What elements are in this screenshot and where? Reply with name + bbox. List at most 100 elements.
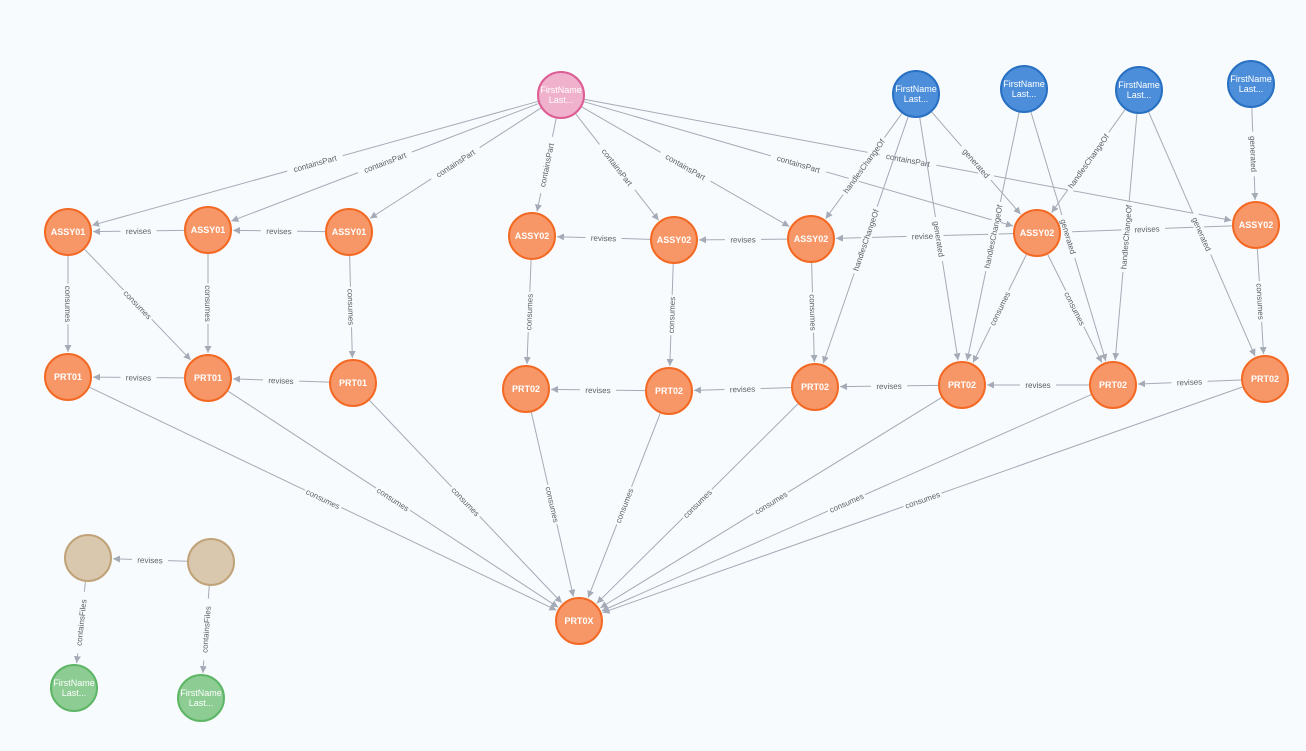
node-part[interactable]: ASSY02 — [650, 216, 698, 264]
edge-containsPart[interactable]: containsPart — [575, 113, 660, 221]
edge-containsFiles[interactable]: containsFiles — [72, 581, 90, 664]
node-part[interactable]: ASSY01 — [184, 206, 232, 254]
edge-revises[interactable]: revises — [698, 234, 788, 245]
node-part[interactable]: ASSY02 — [1013, 209, 1061, 257]
edge-revises[interactable]: revises — [550, 384, 646, 396]
node-circle[interactable] — [329, 359, 377, 407]
node-circle[interactable] — [555, 597, 603, 645]
node-circle[interactable] — [787, 215, 835, 263]
edge-consumes[interactable]: consumes — [203, 254, 213, 353]
node-file[interactable] — [187, 538, 235, 586]
node-circle[interactable] — [502, 365, 550, 413]
node-circle[interactable] — [50, 664, 98, 712]
node-circle[interactable] — [508, 212, 556, 260]
edge-revises[interactable]: revises — [232, 374, 330, 387]
edge-handlesChangeOf[interactable]: handlesChangeOf — [1112, 113, 1138, 361]
edge-label-group: containsPart — [356, 147, 414, 178]
edge-label-group: consumes — [825, 490, 867, 516]
edge-consumes[interactable]: consumes — [1047, 254, 1103, 363]
edge-handlesChangeOf[interactable]: handlesChangeOf — [822, 116, 909, 364]
node-part[interactable]: ASSY02 — [1232, 201, 1280, 249]
edge-generated[interactable]: generated — [1247, 107, 1260, 201]
node-part[interactable]: PRT02 — [938, 361, 986, 409]
node-person_green[interactable]: FirstNameLast... — [50, 664, 98, 712]
node-part[interactable]: ASSY02 — [508, 212, 556, 260]
edge-generated[interactable]: generated — [931, 111, 1021, 215]
edge-consumes[interactable]: consumes — [63, 256, 73, 352]
edge-consumes[interactable]: consumes — [600, 397, 942, 609]
edge-revises[interactable]: revises — [693, 383, 792, 395]
node-part[interactable]: PRT02 — [502, 365, 550, 413]
node-circle[interactable] — [44, 208, 92, 256]
node-circle[interactable] — [187, 538, 235, 586]
node-part[interactable]: PRT02 — [791, 363, 839, 411]
edge-label-group: consumes — [373, 483, 413, 515]
edge-consumes[interactable]: consumes — [1254, 248, 1267, 355]
node-part[interactable]: PRT01 — [329, 359, 377, 407]
node-person_blue[interactable]: FirstNameLast... — [1115, 66, 1163, 114]
node-part[interactable]: ASSY01 — [44, 208, 92, 256]
node-circle[interactable] — [791, 363, 839, 411]
node-person_green[interactable]: FirstNameLast... — [177, 674, 225, 722]
edge-label: consumes — [543, 486, 560, 524]
edge-handlesChangeOf[interactable]: handlesChangeOf — [1051, 109, 1126, 213]
node-circle[interactable] — [1000, 65, 1048, 113]
node-part[interactable]: PRT01 — [184, 354, 232, 402]
edge-revises[interactable]: revises — [556, 232, 651, 244]
node-person_blue[interactable]: FirstNameLast... — [892, 70, 940, 118]
edge-consumes[interactable]: consumes — [972, 254, 1027, 363]
node-part[interactable]: PRT02 — [1241, 355, 1289, 403]
node-circle[interactable] — [1227, 60, 1275, 108]
node-circle[interactable] — [184, 354, 232, 402]
node-person_blue[interactable]: FirstNameLast... — [1000, 65, 1048, 113]
edge-revises[interactable]: revises — [1137, 376, 1242, 388]
node-circle[interactable] — [177, 674, 225, 722]
node-circle[interactable] — [1241, 355, 1289, 403]
edge-revises[interactable]: revises — [839, 380, 939, 392]
node-circle[interactable] — [645, 367, 693, 415]
node-circle[interactable] — [1115, 66, 1163, 114]
edge-containsPart[interactable]: containsPart — [91, 100, 539, 227]
node-circle[interactable] — [537, 71, 585, 119]
edge-containsPart[interactable]: containsPart — [231, 103, 539, 222]
node-part[interactable]: PRT02 — [645, 367, 693, 415]
edge-consumes[interactable]: consumes — [345, 255, 357, 359]
edge-consumes[interactable]: consumes — [523, 259, 535, 365]
edge-consumes[interactable]: consumes — [807, 262, 819, 363]
edge-consumes[interactable]: consumes — [89, 386, 557, 611]
node-circle[interactable] — [938, 361, 986, 409]
node-person_blue[interactable]: FirstNameLast... — [1227, 60, 1275, 108]
edge-revises[interactable]: revises — [92, 225, 185, 237]
edge-handlesChangeOf[interactable]: handlesChangeOf — [825, 113, 903, 220]
edge-revises[interactable]: revises — [92, 372, 185, 383]
edge-consumes[interactable]: consumes — [587, 413, 661, 598]
node-circle[interactable] — [892, 70, 940, 118]
node-part[interactable]: ASSY01 — [325, 208, 373, 256]
edge-consumes[interactable]: consumes — [530, 412, 576, 597]
edge-revises[interactable]: revises — [232, 225, 326, 237]
edge-label-background — [870, 380, 908, 392]
node-circle[interactable] — [650, 216, 698, 264]
edge-revises[interactable]: revises — [112, 554, 188, 566]
node-circle[interactable] — [184, 206, 232, 254]
node-part[interactable]: PRT01 — [44, 353, 92, 401]
edge-consumes[interactable]: consumes — [84, 248, 192, 361]
edge-containsPart[interactable]: containsPart — [535, 118, 558, 212]
node-person_pink[interactable]: FirstNameLast... — [537, 71, 585, 119]
node-circle[interactable] — [1089, 361, 1137, 409]
node-part[interactable]: PRT02 — [1089, 361, 1137, 409]
node-file[interactable] — [64, 534, 112, 582]
edge-consumes[interactable]: consumes — [601, 394, 1092, 612]
edge-consumes[interactable]: consumes — [227, 390, 559, 608]
edge-containsFiles[interactable]: containsFiles — [198, 585, 214, 674]
node-part[interactable]: PRT0X — [555, 597, 603, 645]
edge-revises[interactable]: revises — [987, 380, 1089, 390]
node-circle[interactable] — [1232, 201, 1280, 249]
node-part[interactable]: ASSY02 — [787, 215, 835, 263]
node-circle[interactable] — [1013, 209, 1061, 257]
edge-consumes[interactable]: consumes — [665, 263, 678, 367]
node-circle[interactable] — [64, 534, 112, 582]
node-circle[interactable] — [325, 208, 373, 256]
node-circle[interactable] — [44, 353, 92, 401]
